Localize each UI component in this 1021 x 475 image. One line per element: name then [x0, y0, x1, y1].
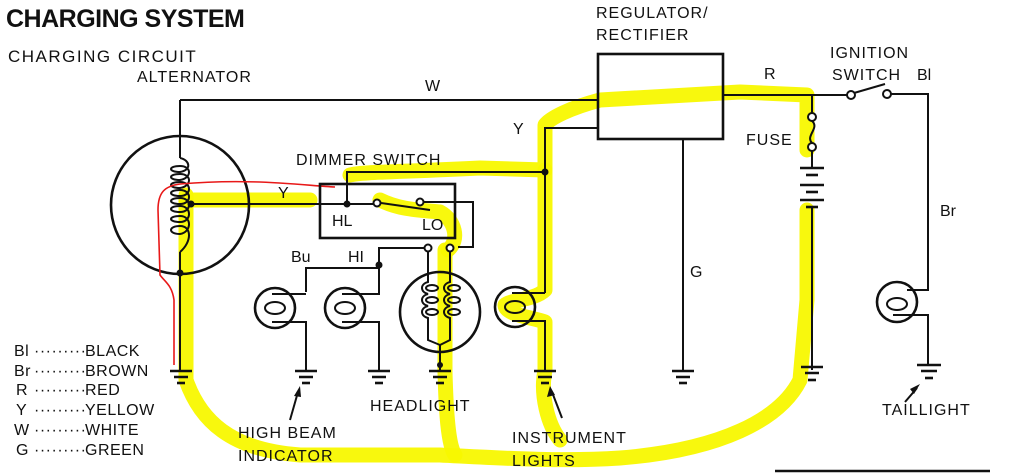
ground-icon — [368, 369, 390, 385]
hi-beam-lamp — [323, 265, 380, 370]
page-title: CHARGING SYSTEM — [6, 5, 244, 33]
ground-symbols — [170, 363, 941, 385]
yellow-highlight-annotation — [178, 84, 815, 468]
legend-color: WHITE — [85, 422, 139, 439]
legend-item: G ········· GREEN — [16, 442, 144, 459]
legend-dots: ········· — [34, 343, 86, 360]
regulator-label-line1: REGULATOR/ — [596, 5, 709, 22]
instrument-lights-label-line1: INSTRUMENT — [512, 430, 627, 447]
ground-icon — [295, 369, 317, 385]
legend-code: Br — [14, 363, 31, 380]
alternator-coil-icon — [170, 157, 190, 253]
instrument-pointer-arrow — [551, 391, 563, 419]
wire-label-yellow: Y — [278, 185, 289, 202]
legend-color: BROWN — [85, 363, 149, 380]
legend-dots: ········· — [34, 422, 86, 439]
legend-dots: ········· — [34, 442, 86, 459]
ground-icon — [534, 369, 556, 385]
ground-icon — [672, 369, 694, 385]
high-beam-indicator-label-line2: INDICATOR — [238, 448, 334, 465]
circuit-subtitle: CHARGING CIRCUIT — [8, 47, 197, 66]
legend-code: W — [14, 422, 30, 439]
wire-label-blue: Bu — [291, 249, 311, 266]
legend-dots: ········· — [34, 402, 86, 419]
ground-icon — [429, 369, 451, 385]
dimmer-lo-label: LO — [422, 217, 443, 234]
battery-icon — [800, 166, 824, 370]
instrument-lights-label-line2: LIGHTS — [512, 453, 576, 470]
legend-item: R ········· RED — [16, 382, 120, 399]
regulator-label-line2: RECTIFIER — [596, 27, 689, 44]
ignition-label-line2: SWITCH — [832, 67, 901, 84]
ignition-label-line1: IGNITION — [830, 45, 909, 62]
legend-color: BLACK — [85, 343, 140, 360]
dimmer-switch: DIMMER SWITCH HL LO — [296, 152, 545, 248]
fuse-label: FUSE — [746, 132, 793, 149]
fuse: FUSE — [746, 95, 817, 168]
legend-code: Y — [16, 402, 27, 419]
bulb-filament-icon — [264, 301, 286, 315]
headlight-lamp — [398, 252, 482, 370]
legend-item: Y ········· YELLOW — [16, 402, 155, 419]
taillight-label: TAILLIGHT — [882, 402, 971, 419]
wire-label-hi: HI — [348, 249, 364, 266]
legend-code: G — [16, 442, 29, 459]
bulb-filament-icon — [504, 300, 526, 314]
legend-item: Br ········· BROWN — [14, 363, 149, 380]
instrument-light-lamp — [493, 168, 549, 370]
headlight-label: HEADLIGHT — [370, 398, 471, 415]
dimmer-hi-label: HL — [332, 213, 353, 230]
ground-icon — [917, 363, 941, 380]
dimmer-lever — [380, 202, 431, 211]
ground-icon — [170, 369, 192, 385]
wire-label-black: Bl — [917, 67, 931, 84]
regulator-rectifier: REGULATOR/ RECTIFIER G — [596, 5, 725, 370]
wire-label-red: R — [764, 66, 776, 83]
wire-label-yellow-regulator: Y — [513, 121, 524, 138]
alternator-label: ALTERNATOR — [137, 69, 252, 86]
high-beam-indicator-lamp — [253, 286, 307, 370]
ground-icon — [801, 365, 823, 382]
legend-dots: ········· — [34, 382, 86, 399]
taillight-lamp: TAILLIGHT — [875, 280, 971, 419]
bulb-filament-icon — [334, 301, 356, 315]
wire-color-legend: Bl ········· BLACK Br ········· BROWN R … — [14, 343, 155, 459]
legend-dots: ········· — [34, 363, 86, 380]
legend-code: R — [16, 382, 28, 399]
high-beam-pointer-arrow — [289, 391, 299, 421]
legend-color: YELLOW — [85, 402, 155, 419]
legend-color: GREEN — [85, 442, 144, 459]
bulb-filament-icon — [886, 297, 908, 311]
red-trace-annotation — [157, 180, 336, 365]
wire-label-green: G — [690, 264, 702, 281]
legend-item: W ········· WHITE — [14, 422, 139, 439]
legend-code: Bl — [14, 343, 29, 360]
legend-item: Bl ········· BLACK — [14, 343, 140, 360]
ignition-switch: IGNITION SWITCH Bl Br — [830, 45, 957, 291]
wire-label-brown: Br — [940, 203, 957, 220]
ignition-lever — [853, 83, 886, 94]
legend-color: RED — [85, 382, 120, 399]
high-beam-indicator-label-line1: HIGH BEAM — [238, 425, 337, 442]
wire-label-white: W — [425, 78, 441, 95]
dimmer-switch-label: DIMMER SWITCH — [296, 152, 441, 169]
